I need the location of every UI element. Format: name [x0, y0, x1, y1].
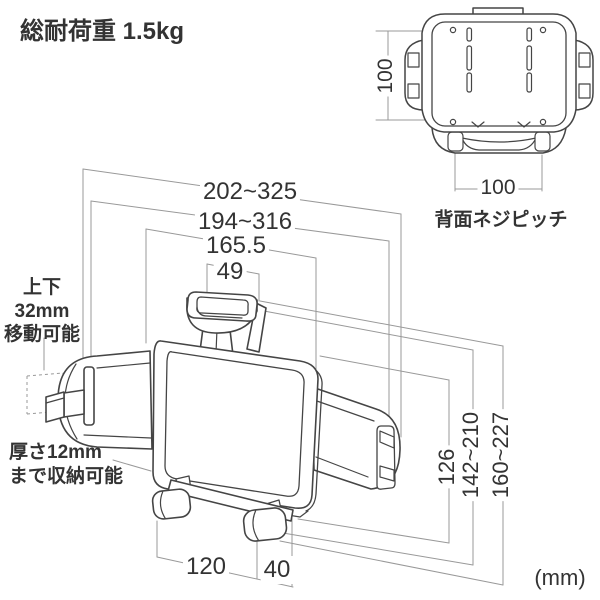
unit-label: (mm) [534, 565, 586, 590]
right-arm [311, 386, 401, 490]
dim-height-inner: 142~210 [458, 408, 484, 502]
dim-height-body: 126 [434, 445, 460, 489]
main-view-drawing [45, 291, 401, 542]
rear-dim-vertical: 100 [374, 55, 398, 97]
left-arm [45, 350, 153, 450]
note-thickness: 厚さ12mm まで収納可能 [9, 441, 123, 488]
rear-dim-horizontal: 100 [477, 176, 519, 200]
top-hook [186, 291, 267, 356]
dim-height-outer: 160~227 [488, 408, 514, 502]
dim-bottom-right: 40 [260, 556, 294, 584]
dim-width-hook: 49 [213, 258, 247, 286]
dim-width-outer: 202~325 [199, 178, 301, 206]
rear-view-drawing [404, 7, 594, 154]
bottom-support [151, 475, 294, 542]
dim-bottom-left: 120 [182, 553, 230, 581]
note-vertical-move: 上下 32mm 移動可能 [4, 276, 80, 347]
note-vertical-move-line3: 移動可能 [4, 324, 81, 346]
dim-width-inner: 194~316 [194, 208, 296, 236]
note-thickness-line2: まで収納可能 [9, 465, 124, 487]
dim-width-body: 165.5 [202, 232, 270, 260]
note-vertical-move-line2: 32mm [14, 300, 70, 322]
rear-view-caption: 背面ネジピッチ [434, 209, 568, 231]
note-vertical-move-line1: 上下 [22, 277, 61, 298]
page-title: 総耐荷重 1.5kg [20, 18, 185, 45]
note-thickness-line1: 厚さ12mm [9, 442, 102, 463]
